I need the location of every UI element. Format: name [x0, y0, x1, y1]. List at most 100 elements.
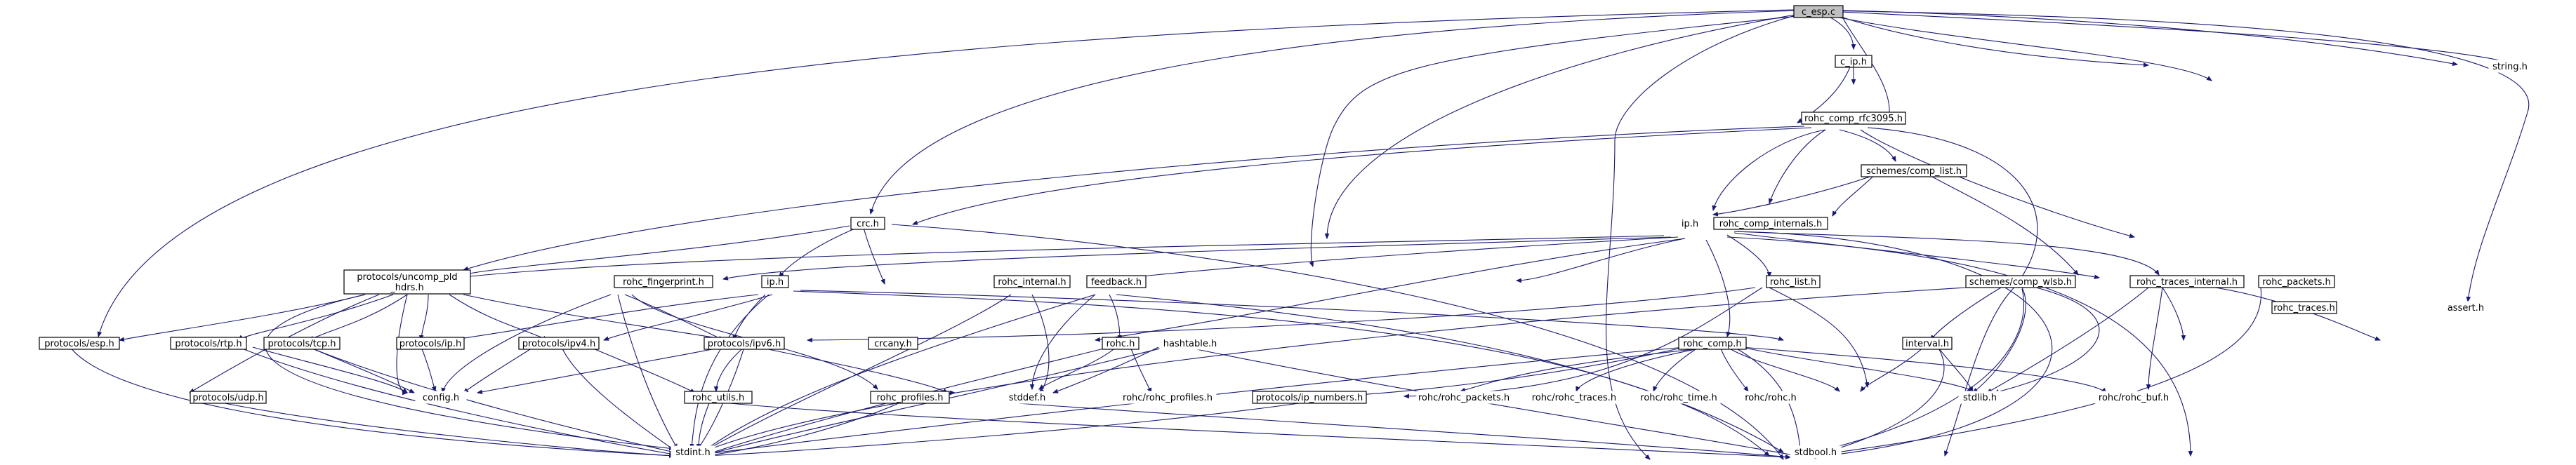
edge	[807, 287, 1756, 340]
node-rohc-rohc-time-h[interactable]: rohc/rohc_time.h	[1637, 391, 1721, 404]
node-schemes-comp-wlsb-h[interactable]: schemes/comp_wlsb.h	[1965, 275, 2076, 288]
node-rohc-traces-h[interactable]: rohc_traces.h	[2271, 301, 2337, 314]
edge	[561, 346, 678, 452]
node-label: protocols/tcp.h	[267, 339, 336, 349]
edge	[477, 346, 724, 393]
node-label: string.h	[2492, 62, 2528, 72]
edge	[779, 227, 857, 277]
node-feedback-h[interactable]: feedback.h	[1086, 275, 1147, 288]
node-schemes-comp-list-h[interactable]: schemes/comp_list.h	[1861, 164, 1967, 177]
node-assert-h[interactable]: assert.h	[2443, 301, 2488, 314]
node-ip-h[interactable]: ip.h	[761, 275, 789, 288]
edge	[1705, 239, 1730, 337]
node-rohc-rohc-buf-h[interactable]: rohc/rohc_buf.h	[2094, 391, 2173, 404]
node-stddef-h[interactable]: stddef.h	[1005, 391, 1050, 404]
node-protocols-ipv4-h[interactable]: protocols/ipv4.h	[518, 337, 600, 350]
node-protocols-rtp-h[interactable]: protocols/rtp.h	[170, 337, 247, 350]
node-crc-h[interactable]: crc.h	[850, 217, 885, 230]
edge	[702, 294, 1012, 452]
node-protocols-ip-numbers-h[interactable]: protocols/ip_numbers.h	[1252, 391, 1367, 404]
edge	[1733, 232, 2099, 278]
edge	[1053, 346, 1159, 393]
node-hashtable-h[interactable]: hashtable.h	[1159, 337, 1221, 350]
node-label: hashtable.h	[1163, 339, 1217, 349]
node-ip-h-top[interactable]: ip.h	[1676, 217, 1704, 230]
node-protocols-ipv6-h[interactable]: protocols/ipv6.h	[704, 337, 785, 350]
edge	[308, 346, 414, 393]
edge	[239, 294, 394, 340]
edge	[1109, 294, 1120, 340]
node-label: rohc_comp.h	[1683, 339, 1741, 349]
node-label: protocols/ip_numbers.h	[1256, 393, 1363, 403]
edge	[119, 294, 366, 340]
edge	[1741, 346, 1973, 391]
edge	[1032, 294, 1096, 389]
edge	[871, 10, 1798, 214]
node-rohc-rohc-profiles-h[interactable]: rohc/rohc_profiles.h	[1118, 391, 1217, 404]
edge	[1994, 287, 2100, 393]
edge	[913, 127, 1812, 225]
edge	[1576, 346, 1707, 391]
node-label: rohc_packets.h	[2262, 277, 2331, 288]
edge	[1839, 129, 1896, 161]
edge	[463, 126, 1805, 270]
edge	[308, 346, 678, 453]
node-rohc-comp-h[interactable]: rohc_comp.h	[1678, 337, 1747, 350]
node-rohc-traces-internal-h[interactable]: rohc_traces_internal.h	[2129, 275, 2245, 288]
node-rohc-rohc-packets-h[interactable]: rohc/rohc_packets.h	[1416, 391, 1512, 404]
node-rohc-packets-h[interactable]: rohc_packets.h	[2258, 275, 2335, 288]
node-protocols-uncomp-pld-hdrs-h[interactable]: protocols/uncomp_pld _hdrs.h	[343, 269, 471, 295]
node-label: c_esp.c	[1802, 7, 1835, 18]
node-stdint-h[interactable]: stdint.h	[671, 445, 715, 459]
edge	[1861, 346, 1924, 391]
edge	[1987, 287, 2149, 393]
node-rohc-rohc-traces-h[interactable]: rohc/rohc_traces.h	[1528, 391, 1620, 404]
node-interval-h[interactable]: interval.h	[1902, 337, 1953, 350]
node-protocols-ip-h[interactable]: protocols/ip.h	[396, 337, 465, 350]
node-label: rohc_comp_rfc3095.h	[1804, 114, 1903, 124]
node-label: rohc_list.h	[1770, 277, 1816, 288]
edge	[702, 346, 1166, 456]
edge	[1653, 346, 1700, 391]
node-rohc-utils-h[interactable]: rohc_utils.h	[684, 391, 753, 404]
node-label: stdlib.h	[1963, 393, 1997, 403]
edge	[1116, 294, 1783, 452]
edge	[699, 403, 710, 449]
node-crcany-h[interactable]: crcany.h	[868, 337, 918, 350]
edge	[309, 294, 408, 340]
edge	[442, 294, 612, 393]
node-label: crc.h	[857, 219, 879, 229]
node-protocols-esp-h[interactable]: protocols/esp.h	[39, 337, 120, 350]
node-string-h[interactable]: string.h	[2488, 60, 2532, 73]
node-label: ip.h	[1682, 219, 1698, 229]
node-label: rohc.h	[1107, 339, 1135, 349]
edge	[2162, 287, 2184, 340]
node-rohc-internal-h[interactable]: rohc_internal.h	[993, 275, 1071, 288]
edge	[1039, 346, 1117, 389]
node-rohc-profiles-h[interactable]: rohc_profiles.h	[870, 391, 950, 404]
node-stdlib-h[interactable]: stdlib.h	[1958, 391, 2002, 404]
node-label: rohc_traces_internal.h	[2136, 277, 2238, 288]
edge	[1973, 287, 2026, 393]
node-rohc-list-h[interactable]: rohc_list.h	[1766, 275, 1821, 288]
node-rohc-fingerprint-h[interactable]: rohc_fingerprint.h	[614, 275, 713, 288]
edge	[1821, 13, 2212, 81]
node-c-esp-c[interactable]: c_esp.c	[1793, 5, 1844, 18]
node-c-ip-h[interactable]: c_ip.h	[1835, 55, 1872, 68]
node-protocols-udp-h[interactable]: protocols/udp.h	[190, 391, 267, 404]
edge	[421, 346, 435, 391]
edge	[1733, 231, 2053, 457]
edge	[1606, 11, 1812, 459]
node-config-h[interactable]: config.h	[415, 391, 467, 404]
edge	[2148, 287, 2163, 389]
node-protocols-tcp-h[interactable]: protocols/tcp.h	[263, 337, 341, 350]
node-rohc-rohc-h[interactable]: rohc/rohc.h	[1739, 391, 1802, 404]
edge	[1713, 129, 1826, 210]
node-rohc-comp-rfc3095-h[interactable]: rohc_comp_rfc3095.h	[1801, 112, 1906, 125]
edge	[1818, 10, 2530, 302]
node-rohc-comp-internals-h[interactable]: rohc_comp_internals.h	[1713, 217, 1828, 230]
edge	[463, 235, 1665, 277]
node-rohc-h[interactable]: rohc.h	[1102, 337, 1140, 350]
node-stdbool-h[interactable]: stdbool.h	[1790, 445, 1842, 459]
